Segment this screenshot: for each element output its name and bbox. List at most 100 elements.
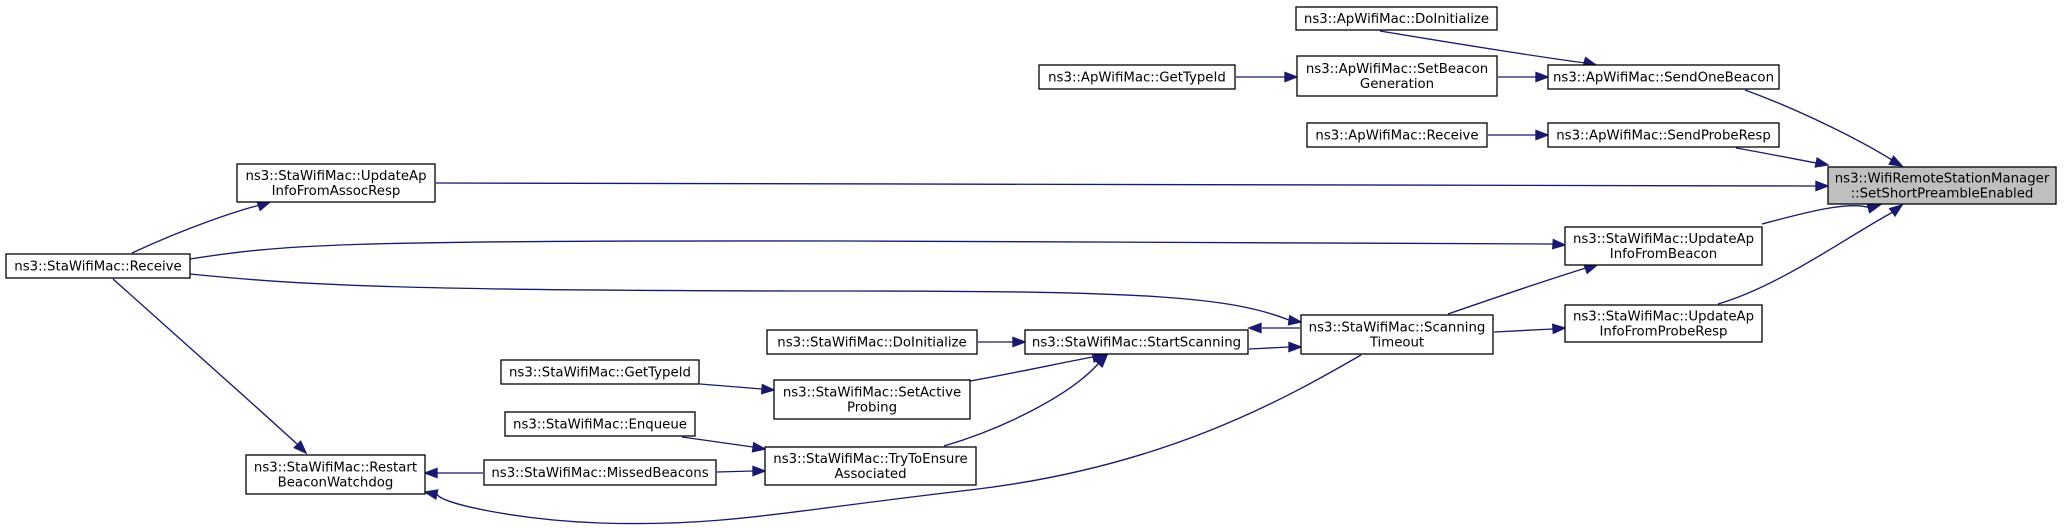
- edge-ap_setbeacongen-to-ap_sendonebeacon: [1498, 71, 1550, 83]
- edge-line: [189, 273, 1290, 321]
- node-box: [245, 454, 426, 495]
- node-sta-updateapassoc[interactable]: ns3::StaWifiMac::UpdateApInfoFromAssocRe…: [236, 163, 436, 203]
- node-ap-receive[interactable]: ns3::ApWifiMac::Receive: [1306, 122, 1488, 148]
- node-label-line: ns3::StaWifiMac::Restart: [254, 461, 417, 476]
- node-box: [1827, 166, 2057, 205]
- edge-arrowhead: [423, 489, 439, 501]
- edge-line: [1447, 267, 1587, 315]
- edge-sta_trytoensure-to-sta_startscanning: [943, 353, 1109, 447]
- node-sta-enqueue[interactable]: ns3::StaWifiMac::Enqueue: [504, 411, 696, 437]
- edge-arrowhead: [1535, 71, 1550, 83]
- node-label-line: ns3::StaWifiMac::Enqueue: [513, 418, 687, 433]
- edge-ap_sendonebeacon-to-root: [1744, 89, 1904, 167]
- edge-sta_scanningtimeout-to-sta_restartbeacon: [423, 354, 1362, 525]
- node-label-line: ns3::StaWifiMac::UpdateAp: [1573, 310, 1754, 325]
- node-box: [5, 253, 191, 279]
- node-sta-startscanning[interactable]: ns3::StaWifiMac::StartScanning: [1024, 329, 1249, 355]
- edge-line: [1735, 147, 1817, 164]
- edge-arrowhead: [1247, 322, 1262, 334]
- edge-line: [435, 182, 1817, 187]
- edge-sta_doinit-to-sta_startscanning: [978, 336, 1027, 348]
- edges-layer: [112, 30, 1904, 525]
- node-box: [1296, 55, 1498, 97]
- edge-arrowhead: [1012, 336, 1027, 348]
- edge-ap_receive-to-ap_sendproberesp: [1488, 129, 1550, 141]
- node-sta-missedbeacons[interactable]: ns3::StaWifiMac::MissedBeacons: [483, 459, 717, 486]
- node-box: [500, 359, 700, 385]
- node-label-line: InfoFromProbeResp: [1599, 325, 1727, 340]
- edge-ap_gettypeid-to-ap_setbeacongen: [1236, 71, 1299, 83]
- node-label-line: ns3::StaWifiMac::GetTypeId: [509, 366, 691, 381]
- edge-sta_scanningtimeout-to-sta_updateapprobe: [1493, 323, 1567, 335]
- node-ap-doinit[interactable]: ns3::ApWifiMac::DoInitialize: [1295, 6, 1498, 31]
- node-box: [1547, 122, 1780, 148]
- node-ap-sendproberesp[interactable]: ns3::ApWifiMac::SendProbeResp: [1547, 122, 1780, 148]
- node-box: [1564, 304, 1763, 343]
- node-label-line: ns3::StaWifiMac::TryToEnsure: [773, 452, 967, 467]
- node-box: [1564, 226, 1763, 266]
- edge-arrowhead: [1288, 341, 1303, 353]
- edge-line: [1761, 204, 1871, 225]
- node-label-line: Associated: [834, 467, 906, 482]
- edge-line: [189, 240, 1554, 260]
- node-label-line: ns3::ApWifiMac::SendProbeResp: [1556, 129, 1771, 144]
- node-box: [773, 379, 971, 420]
- node-box: [1024, 329, 1249, 355]
- node-label-line: ns3::StaWifiMac::StartScanning: [1032, 336, 1241, 351]
- node-sta-updateapprobe[interactable]: ns3::StaWifiMac::UpdateApInfoFromProbeRe…: [1564, 304, 1763, 343]
- edge-arrowhead: [1888, 203, 1904, 217]
- edge-sta_updateapassoc-to-root: [435, 180, 1830, 192]
- edge-sta_missedbeacons-to-sta_trytoensure: [716, 465, 767, 477]
- node-box: [1295, 6, 1498, 31]
- node-label-line: Generation: [1360, 77, 1434, 92]
- edge-arrowhead: [751, 441, 767, 453]
- edge-line: [716, 470, 754, 473]
- edge-arrowhead: [1815, 180, 1830, 192]
- edge-line: [943, 363, 1099, 447]
- edge-sta_startscanning-to-sta_scanningtimeout: [1248, 341, 1303, 353]
- node-box: [1038, 64, 1236, 90]
- edge-arrowhead: [1535, 129, 1550, 141]
- edge-arrowhead: [1583, 264, 1599, 275]
- edge-sta_receive-to-sta_updateapbeacon: [189, 238, 1567, 260]
- nodes-layer: ns3::WifiRemoteStationManager::SetShortP…: [5, 6, 2057, 495]
- node-label-line: ns3::StaWifiMac::SetActive: [783, 386, 961, 401]
- edge-arrowhead: [1551, 238, 1567, 250]
- edge-arrowhead: [256, 201, 272, 212]
- edge-sta_missedbeacons-to-sta_restartbeacon: [423, 467, 483, 479]
- edge-sta_gettypeid-to-sta_setactiveprobing: [699, 383, 776, 395]
- edge-sta_updateapprobe-to-root: [1717, 203, 1904, 305]
- node-sta-receive[interactable]: ns3::StaWifiMac::Receive: [5, 253, 191, 279]
- node-label-line: ns3::StaWifiMac::UpdateAp: [1573, 232, 1754, 247]
- node-label-line: Timeout: [1369, 336, 1424, 351]
- edge-arrowhead: [1888, 155, 1904, 167]
- node-box: [504, 411, 696, 437]
- node-label-line: InfoFromBeacon: [1610, 247, 1717, 262]
- node-label-line: ns3::ApWifiMac::DoInitialize: [1304, 12, 1489, 27]
- node-box: [1547, 64, 1780, 90]
- edge-sta_scanningtimeout-to-sta_startscanning: [1247, 322, 1300, 334]
- edge-line: [1248, 346, 1290, 350]
- node-label-line: ns3::StaWifiMac::MissedBeacons: [491, 466, 708, 481]
- edge-sta_receive-to-sta_updateapassoc: [131, 201, 272, 254]
- node-label-line: BeaconWatchdog: [278, 476, 394, 491]
- edge-sta_enqueue-to-sta_trytoensure: [681, 436, 767, 453]
- node-label-line: ns3::ApWifiMac::SetBeacon: [1306, 62, 1488, 77]
- node-sta-doinit[interactable]: ns3::StaWifiMac::DoInitialize: [766, 329, 978, 355]
- node-sta-gettypeid[interactable]: ns3::StaWifiMac::GetTypeId: [500, 359, 700, 385]
- edge-arrowhead: [1866, 203, 1882, 214]
- node-label-line: ns3::ApWifiMac::Receive: [1315, 129, 1478, 144]
- node-box: [1300, 314, 1494, 355]
- edge-line: [1493, 328, 1554, 333]
- edge-arrowhead: [1284, 71, 1299, 83]
- node-ap-gettypeid[interactable]: ns3::ApWifiMac::GetTypeId: [1038, 64, 1236, 90]
- node-label-line: ns3::StaWifiMac::UpdateAp: [245, 169, 426, 184]
- node-ap-sendonebeacon[interactable]: ns3::ApWifiMac::SendOneBeacon: [1547, 64, 1780, 90]
- node-root[interactable]: ns3::WifiRemoteStationManager::SetShortP…: [1827, 166, 2057, 205]
